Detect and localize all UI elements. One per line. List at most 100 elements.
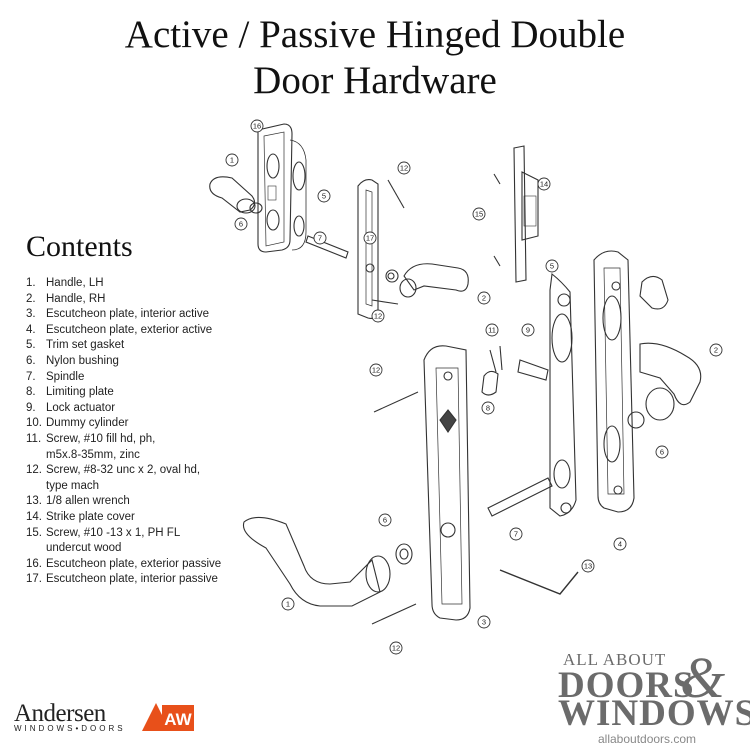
- callout-circle: [313, 231, 327, 245]
- callout-number: 15: [475, 210, 483, 219]
- contents-item-number: 4.: [26, 323, 36, 336]
- contents-item-text: 1/8 allen wrench: [46, 495, 130, 508]
- andersen-name: Andersen: [14, 700, 106, 727]
- escutcheon-plate-exterior-passive: [257, 123, 293, 253]
- callout-number: 9: [526, 326, 530, 335]
- active-handle-right: [639, 342, 702, 421]
- callout-circle: [225, 153, 239, 167]
- contents-item: 15. Screw, #10 -13 x 1, PH FL undercut wo…: [26, 526, 266, 557]
- callout-number: 6: [383, 516, 387, 525]
- callout-number: 3: [482, 618, 486, 627]
- contents-item-text: Screw, #10 -13 x 1, PH FL undercut wood: [46, 526, 181, 555]
- contents-item-text: Screw, #8-32 unc x 2, oval hd, type mach: [46, 464, 201, 492]
- callout-number: 6: [660, 448, 664, 457]
- contents-item-number: 9.: [26, 401, 36, 414]
- contents-item-number: 13.: [26, 495, 42, 508]
- callout-number: 12: [374, 312, 382, 321]
- contents-heading: Contents: [26, 230, 133, 263]
- contents-item: 8.Limiting plate: [26, 385, 266, 401]
- escutcheon-plate-exterior-active: [593, 250, 635, 513]
- contents-item: 9.Lock actuator: [26, 401, 266, 417]
- callout-number: 14: [540, 180, 548, 189]
- contents-item: 5. Trim set gasket: [26, 338, 266, 354]
- aw-logo-icon: AW: [142, 703, 194, 731]
- watermark-top: ALL ABOUT: [563, 650, 667, 669]
- andersen-brand: Andersen WINDOWS•DOORS: [14, 700, 126, 733]
- callout-circle: [363, 231, 377, 245]
- contents-item: 2.Handle, RH: [26, 292, 266, 308]
- callout-circle: [477, 291, 491, 305]
- passive-handle-left: [209, 176, 256, 214]
- callout-circle: [281, 597, 295, 611]
- callout-circle: [477, 615, 491, 629]
- callout-circle: [709, 343, 723, 357]
- contents-item: 4. Escutcheon plate, exterior active: [26, 323, 266, 339]
- trim-set-gasket-right: [549, 272, 577, 517]
- contents-item: 12. Screw, #8-32 unc x 2, oval hd, type m…: [26, 463, 266, 494]
- callout-number: 12: [400, 164, 408, 173]
- callout-number: 11: [488, 326, 496, 335]
- callout-circle: [472, 207, 486, 221]
- contents-item-number: 10.: [26, 417, 42, 430]
- callout-number: 7: [514, 530, 518, 539]
- callout-number: 12: [392, 644, 400, 653]
- callout-circle: [397, 161, 411, 175]
- callout-circle: [250, 119, 264, 133]
- callout-number: 5: [550, 262, 554, 271]
- callout-number: 17: [366, 234, 374, 243]
- contents-item-number: 15.: [26, 526, 42, 539]
- contents-item: 16. Escutcheon plate, exterior passive: [26, 557, 266, 573]
- contents-item-number: 5.: [26, 339, 36, 352]
- contents-item-number: 14.: [26, 510, 42, 523]
- callout-number: 2: [482, 294, 486, 303]
- callout-circle: [509, 527, 523, 541]
- callout-circle: [537, 177, 551, 191]
- callout-circle: [389, 641, 403, 655]
- contents-item: 10.Dummy cylinder: [26, 416, 266, 432]
- passive-handle-right: [399, 263, 469, 298]
- contents-item: 14.Strike plate cover: [26, 510, 266, 526]
- callout-circle: [317, 189, 331, 203]
- contents-item: 7.Spindle: [26, 370, 266, 386]
- callout-number: 6: [239, 220, 243, 229]
- contents-item: 3. Escutcheon plate, interior active: [26, 307, 266, 323]
- contents-item-number: 6.: [26, 354, 36, 367]
- contents-item-text: Trim set gasket: [46, 339, 125, 352]
- contents-item-text: Escutcheon plate, interior active: [46, 308, 210, 321]
- contents-item-text: Screw, #10 fill hd, ph, m5x.8-35mm, zinc: [46, 432, 156, 461]
- contents-item-text: Handle, LH: [46, 277, 104, 289]
- watermark-url: allaboutdoors.com: [598, 732, 697, 746]
- strike-plate-cover: [513, 145, 539, 283]
- contents-item-number: 16.: [26, 557, 42, 570]
- escutcheon-plate-interior-active: [423, 345, 471, 621]
- contents-item-text: Escutcheon plate, interior passive: [46, 573, 218, 586]
- callout-circle: [485, 323, 499, 337]
- watermark-doors: DOORS: [558, 665, 695, 706]
- contents-item: 13. 1/8 allen wrench: [26, 494, 266, 510]
- callout-circle: [655, 445, 669, 459]
- contents-item-number: 17.: [26, 573, 42, 586]
- callout-number: 16: [253, 122, 261, 131]
- callout-circle: [613, 537, 627, 551]
- contents-item-text: Escutcheon plate, exterior active: [46, 323, 213, 336]
- contents-item-number: 3.: [26, 308, 36, 321]
- contents-item-text: Escutcheon plate, exterior passive: [46, 557, 222, 570]
- callout-circle: [581, 559, 595, 573]
- callout-circle: [378, 513, 392, 527]
- contents-item: 11. Screw, #10 fill hd, ph, m5x.8-35mm, z…: [26, 432, 266, 463]
- callout-circle: [234, 217, 248, 231]
- contents-item-number: 12.: [26, 464, 42, 477]
- callout-number: 2: [714, 346, 718, 355]
- contents-item-number: 11.: [26, 432, 42, 445]
- callout-circle: [369, 363, 383, 377]
- title-line-2: Door Hardware: [253, 59, 497, 102]
- contents-item-number: 8.: [26, 386, 36, 399]
- callout-number: 8: [486, 404, 490, 413]
- allaboutdoors-watermark: ALL ABOUT DOORS & WINDOWS allaboutdoors.…: [558, 645, 750, 750]
- contents-item-number: 7.: [26, 370, 36, 383]
- callout-circle: [521, 323, 535, 337]
- watermark-amp: &: [680, 645, 726, 710]
